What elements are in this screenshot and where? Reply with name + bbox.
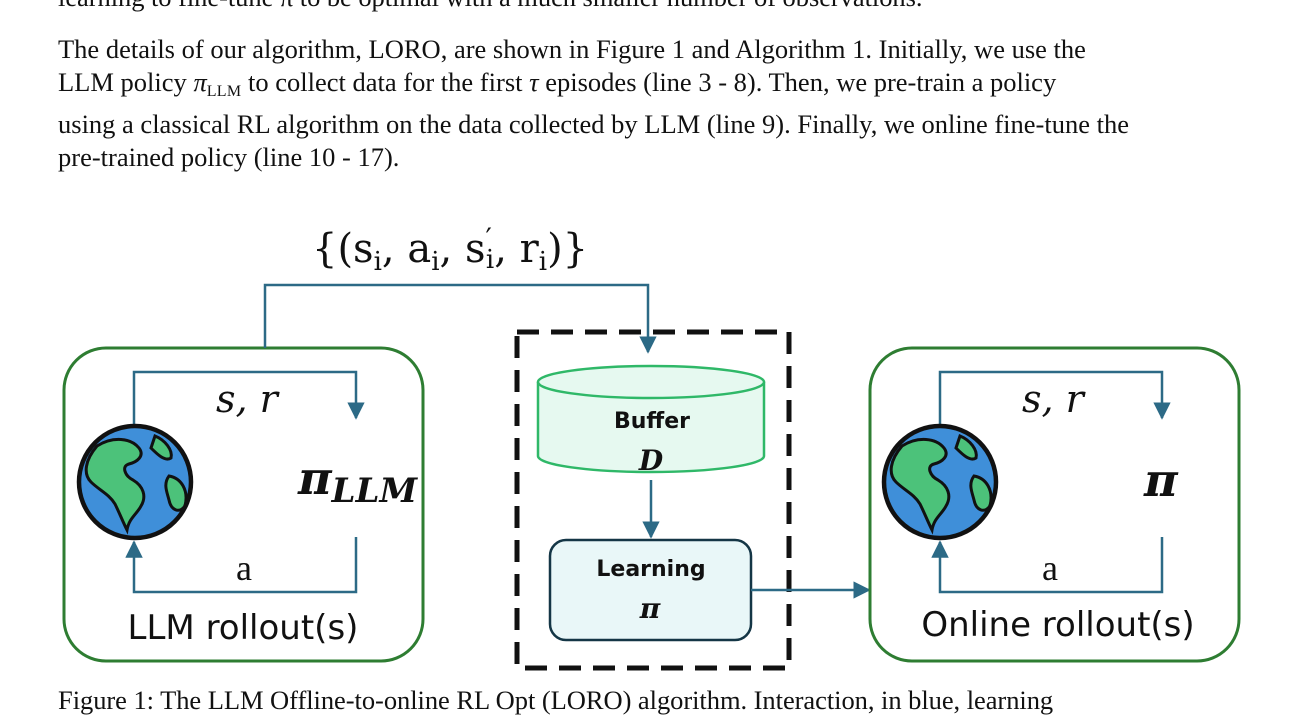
buffer-cylinder: [536, 364, 766, 474]
right-action-label: a: [1042, 548, 1058, 588]
pi-symbol: π: [193, 67, 207, 97]
transition-tuple-label: {(si, ai, s′i, ri)}: [312, 222, 588, 277]
cut-off-text-top: learning to fine-tune π to be optimal wi…: [58, 0, 1248, 14]
data-collection-arrow: [263, 283, 657, 354]
tau-symbol: τ: [529, 67, 539, 97]
offline-learning-dashed-frame: [514, 329, 792, 671]
left-state-arrow: [132, 370, 365, 428]
right-state-arrow: [938, 370, 1171, 428]
buffer-title: Buffer: [614, 409, 690, 434]
learning-policy-symbol: π: [639, 592, 661, 625]
learning-box: [548, 538, 753, 642]
llm-rollout-caption: LLM rollout(s): [128, 608, 359, 648]
left-environment-globe-icon: [79, 426, 191, 538]
algorithm-description-paragraph: The details of our algorithm, LORO, are …: [58, 33, 1248, 174]
right-action-arrow: [931, 537, 1164, 594]
loro-figure: s, r πLLM a LLM rollout(s) {(si, ai, s′i…: [62, 222, 1241, 671]
left-state-reward-label: s, r: [216, 377, 281, 421]
paragraph-line-4: pre-trained policy (line 10 - 17).: [58, 142, 400, 172]
online-policy-label: π: [1143, 453, 1179, 507]
cut-off-caption-bottom: Figure 1: The LLM Offline-to-online RL O…: [58, 685, 1054, 715]
online-rollout-caption: Online rollout(s): [921, 605, 1194, 645]
llm-policy-label: πLLM: [297, 451, 418, 511]
left-action-arrow: [125, 537, 358, 594]
online-rollout-box: [868, 346, 1241, 663]
right-state-reward-label: s, r: [1022, 377, 1087, 421]
llm-subscript: LLM: [206, 83, 242, 100]
learning-title: Learning: [596, 557, 705, 582]
buffer-symbol: D: [638, 444, 664, 477]
paragraph-line-3: using a classical RL algorithm on the da…: [58, 109, 1129, 139]
left-action-label: a: [236, 548, 252, 588]
paragraph-line-2: LLM policy πLLM to collect data for the …: [58, 67, 1057, 100]
right-environment-globe-icon: [884, 426, 996, 538]
paragraph-line-1: The details of our algorithm, LORO, are …: [58, 34, 1086, 64]
llm-rollout-box: [62, 346, 425, 663]
